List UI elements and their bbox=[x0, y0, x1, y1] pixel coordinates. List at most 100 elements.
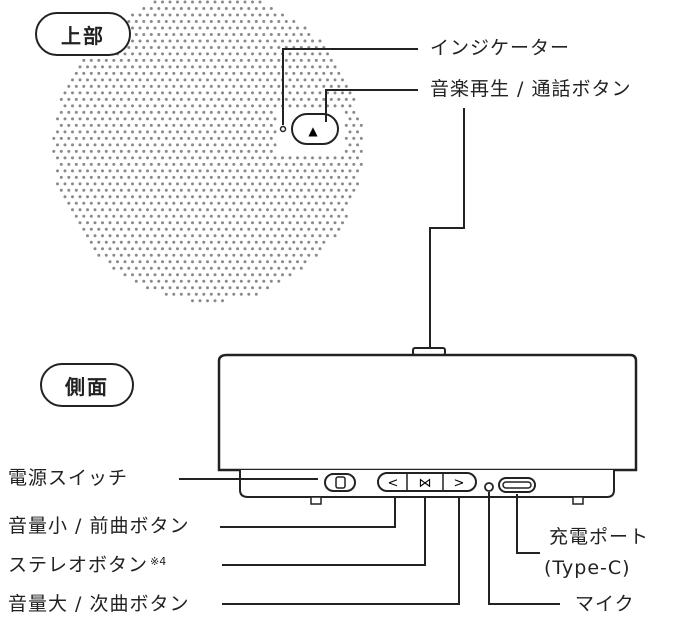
grille-hole bbox=[299, 253, 303, 257]
grille-hole bbox=[161, 234, 164, 238]
grille-hole bbox=[206, 65, 209, 69]
grille-hole bbox=[108, 169, 112, 173]
grille-hole bbox=[176, 26, 179, 30]
grille-hole bbox=[251, 221, 254, 225]
grille-hole bbox=[299, 175, 303, 179]
grille-hole bbox=[116, 143, 119, 147]
grille-hole bbox=[78, 182, 82, 186]
grille-hole bbox=[119, 214, 123, 218]
grille-hole bbox=[224, 110, 228, 114]
grille-hole bbox=[149, 240, 153, 244]
grille-hole bbox=[164, 214, 168, 218]
grille-hole bbox=[63, 182, 67, 186]
grille-hole bbox=[161, 104, 164, 108]
grille-hole bbox=[232, 149, 236, 153]
grille-hole bbox=[134, 33, 138, 36]
grille-hole bbox=[179, 266, 183, 270]
grille-hole bbox=[228, 130, 232, 134]
grille-hole bbox=[191, 52, 194, 56]
volume-down-button[interactable]: < bbox=[388, 476, 399, 491]
grille-hole bbox=[206, 156, 209, 160]
grille-hole bbox=[191, 39, 194, 43]
grille-hole bbox=[269, 149, 273, 153]
grille-hole bbox=[191, 247, 194, 251]
grille-hole bbox=[191, 208, 194, 212]
grille-hole bbox=[194, 123, 198, 127]
grille-hole bbox=[149, 136, 153, 140]
grille-hole bbox=[284, 97, 288, 101]
grille-hole bbox=[228, 91, 232, 95]
volume-up-button[interactable]: > bbox=[454, 476, 465, 491]
grille-hole bbox=[71, 130, 74, 134]
grille-hole bbox=[318, 221, 322, 225]
grille-hole bbox=[198, 169, 202, 173]
grille-hole bbox=[258, 117, 262, 121]
grille-hole bbox=[239, 123, 243, 127]
label-power-switch: 電源スイッチ bbox=[8, 467, 129, 489]
grille-hole bbox=[138, 104, 142, 108]
grille-hole bbox=[183, 65, 187, 69]
grille-hole bbox=[221, 169, 224, 173]
grille-hole bbox=[228, 39, 232, 43]
grille-hole bbox=[123, 91, 127, 95]
grille-hole bbox=[153, 91, 157, 95]
grille-hole bbox=[314, 84, 318, 88]
grille-hole bbox=[59, 162, 63, 166]
grille-hole bbox=[296, 182, 299, 186]
grille-hole bbox=[172, 214, 176, 218]
grille-hole bbox=[191, 156, 194, 160]
grille-hole bbox=[187, 240, 191, 244]
grille-hole bbox=[164, 149, 168, 153]
grille-hole bbox=[78, 221, 82, 225]
grille-hole bbox=[243, 13, 247, 17]
grille-hole bbox=[153, 117, 157, 121]
grille-hole bbox=[157, 188, 161, 192]
grille-hole bbox=[89, 58, 93, 62]
stereo-button[interactable]: ⋈ bbox=[419, 476, 432, 491]
grille-hole bbox=[198, 143, 202, 147]
grille-hole bbox=[116, 182, 119, 186]
grille-hole bbox=[314, 188, 318, 192]
grille-hole bbox=[352, 149, 356, 153]
grille-hole bbox=[266, 13, 269, 17]
grille-hole bbox=[318, 208, 322, 212]
grille-hole bbox=[183, 143, 187, 147]
grille-hole bbox=[161, 0, 164, 4]
grille-hole bbox=[296, 195, 299, 199]
grille-hole bbox=[224, 136, 228, 140]
grille-hole bbox=[168, 13, 172, 17]
grille-hole bbox=[209, 20, 213, 23]
grille-hole bbox=[131, 130, 134, 134]
grille-hole bbox=[198, 39, 202, 43]
grille-hole bbox=[318, 234, 322, 238]
grille-hole bbox=[322, 201, 326, 205]
grille-hole bbox=[273, 26, 277, 30]
grille-hole bbox=[149, 162, 153, 166]
grille-hole bbox=[228, 156, 232, 160]
grille-hole bbox=[209, 266, 213, 270]
grille-hole bbox=[213, 65, 217, 69]
grille-hole bbox=[303, 182, 307, 186]
grille-hole bbox=[284, 253, 288, 257]
grille-hole bbox=[78, 208, 82, 212]
grille-hole bbox=[179, 97, 183, 101]
grille-hole bbox=[161, 130, 164, 134]
grille-hole bbox=[262, 136, 266, 140]
label-play-call-button: 音楽再生 / 通話ボタン bbox=[430, 78, 632, 100]
grille-hole bbox=[224, 175, 228, 179]
grille-hole bbox=[284, 58, 288, 62]
grille-hole bbox=[311, 65, 314, 69]
grille-hole bbox=[296, 52, 299, 56]
power-switch[interactable] bbox=[324, 473, 356, 492]
grille-hole bbox=[359, 149, 363, 153]
grille-hole bbox=[247, 175, 251, 179]
grille-hole bbox=[228, 143, 232, 147]
grille-hole bbox=[93, 117, 97, 121]
grille-hole bbox=[284, 20, 288, 23]
grille-hole bbox=[172, 58, 176, 62]
grille-hole bbox=[251, 91, 254, 95]
side-button-group bbox=[377, 472, 477, 492]
grille-hole bbox=[161, 208, 164, 212]
grille-hole bbox=[206, 195, 209, 199]
